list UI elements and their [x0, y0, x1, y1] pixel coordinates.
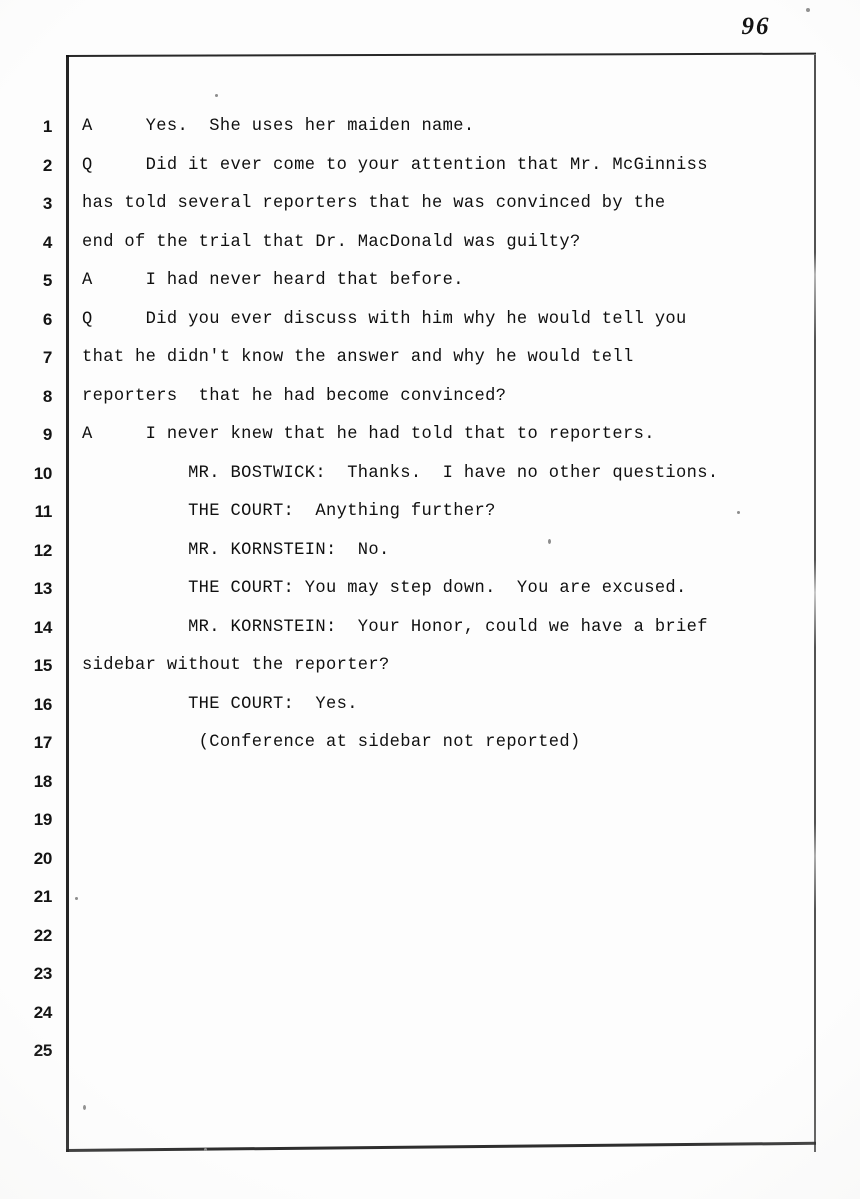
- transcript-line: 5 A I had never heard that before.: [0, 267, 860, 306]
- transcript-line: 9 A I never knew that he had told that to…: [0, 421, 860, 460]
- line-text: THE COURT: Anything further?: [82, 502, 496, 521]
- transcript-line: 3 has told several reporters that he was …: [0, 190, 860, 229]
- line-text: end of the trial that Dr. MacDonald was …: [82, 232, 581, 252]
- transcript-line: 2 Q Did it ever come to your attention th…: [0, 152, 860, 191]
- line-text: A I never knew that he had told that to …: [82, 425, 655, 444]
- line-number: 13: [33, 579, 53, 598]
- line-text: MR. KORNSTEIN: Your Honor, could we have…: [82, 617, 708, 637]
- line-text: MR. KORNSTEIN: No.: [82, 540, 390, 560]
- line-text: THE COURT: You may step down. You are ex…: [82, 579, 687, 598]
- line-number: 25: [33, 1041, 53, 1060]
- line-number: 4: [42, 232, 52, 252]
- frame-top-border: [65, 52, 817, 58]
- line-text: that he didn't know the answer and why h…: [82, 348, 634, 367]
- transcript-line: 18: [0, 768, 860, 807]
- line-number: 20: [33, 848, 53, 868]
- transcript-line: 21: [0, 883, 860, 922]
- line-number: 21: [33, 887, 53, 906]
- line-number: 9: [42, 425, 52, 444]
- transcript-line: 8 reporters that he had become convinced?: [0, 383, 860, 422]
- line-text: (Conference at sidebar not reported): [82, 733, 581, 752]
- line-number: 22: [33, 925, 53, 945]
- transcript-line: 15 sidebar without the reporter?: [0, 652, 860, 691]
- transcript-line: 25: [0, 1037, 860, 1076]
- line-number: 19: [33, 810, 53, 829]
- transcript-line: 20: [0, 845, 860, 884]
- line-text: Q Did it ever come to your attention tha…: [82, 155, 708, 175]
- line-number: 18: [33, 771, 53, 791]
- transcript-line: 23: [0, 960, 860, 999]
- transcript-line: 6 Q Did you ever discuss with him why he …: [0, 306, 860, 345]
- line-text: A I had never heard that before.: [82, 271, 464, 290]
- transcript-line: 12 MR. KORNSTEIN: No.: [0, 537, 860, 576]
- line-number: 14: [33, 617, 53, 637]
- page-number: 96: [741, 13, 771, 40]
- line-number: 17: [33, 733, 53, 752]
- transcript-line: 19: [0, 806, 860, 845]
- line-number: 15: [33, 656, 53, 675]
- line-number: 12: [33, 540, 53, 560]
- transcript-line: 14 MR. KORNSTEIN: Your Honor, could we h…: [0, 614, 860, 653]
- line-number: 8: [42, 386, 52, 406]
- transcript-line: 7 that he didn't know the answer and why …: [0, 344, 860, 383]
- line-number: 23: [33, 964, 53, 983]
- line-number: 3: [42, 194, 52, 213]
- transcript-line: 13 THE COURT: You may step down. You are…: [0, 575, 860, 614]
- transcript-line: 16 THE COURT: Yes.: [0, 691, 860, 730]
- line-text: A Yes. She uses her maiden name.: [82, 117, 475, 136]
- line-number: 2: [42, 155, 52, 175]
- line-text: reporters that he had become convinced?: [82, 386, 507, 406]
- transcript-line: 4 end of the trial that Dr. MacDonald was…: [0, 229, 860, 268]
- line-number: 24: [33, 1002, 53, 1022]
- line-text: sidebar without the reporter?: [82, 656, 390, 675]
- transcript-line: 11 THE COURT: Anything further?: [0, 498, 860, 537]
- line-number: 5: [42, 271, 52, 290]
- transcript-line: 1 A Yes. She uses her maiden name.: [0, 113, 860, 152]
- line-text: Q Did you ever discuss with him why he w…: [82, 309, 687, 329]
- transcript-line: 24: [0, 999, 860, 1038]
- line-number: 11: [34, 502, 53, 521]
- frame-bottom-border: [65, 1142, 816, 1152]
- transcript-line-list: 1 A Yes. She uses her maiden name. 2 Q Did …: [0, 113, 860, 1076]
- line-number: 10: [33, 463, 53, 483]
- line-number: 6: [42, 309, 52, 329]
- transcript-line: 17 (Conference at sidebar not reported): [0, 729, 860, 768]
- line-number: 7: [42, 348, 52, 367]
- scan-speck: [806, 8, 810, 12]
- line-text: THE COURT: Yes.: [82, 694, 358, 714]
- transcript-line: 22: [0, 922, 860, 961]
- transcript-line: 10 MR. BOSTWICK: Thanks. I have no other…: [0, 460, 860, 499]
- line-text: has told several reporters that he was c…: [82, 194, 666, 213]
- line-number: 16: [33, 694, 53, 714]
- line-text: MR. BOSTWICK: Thanks. I have no other qu…: [82, 463, 719, 483]
- line-number: 1: [42, 117, 52, 136]
